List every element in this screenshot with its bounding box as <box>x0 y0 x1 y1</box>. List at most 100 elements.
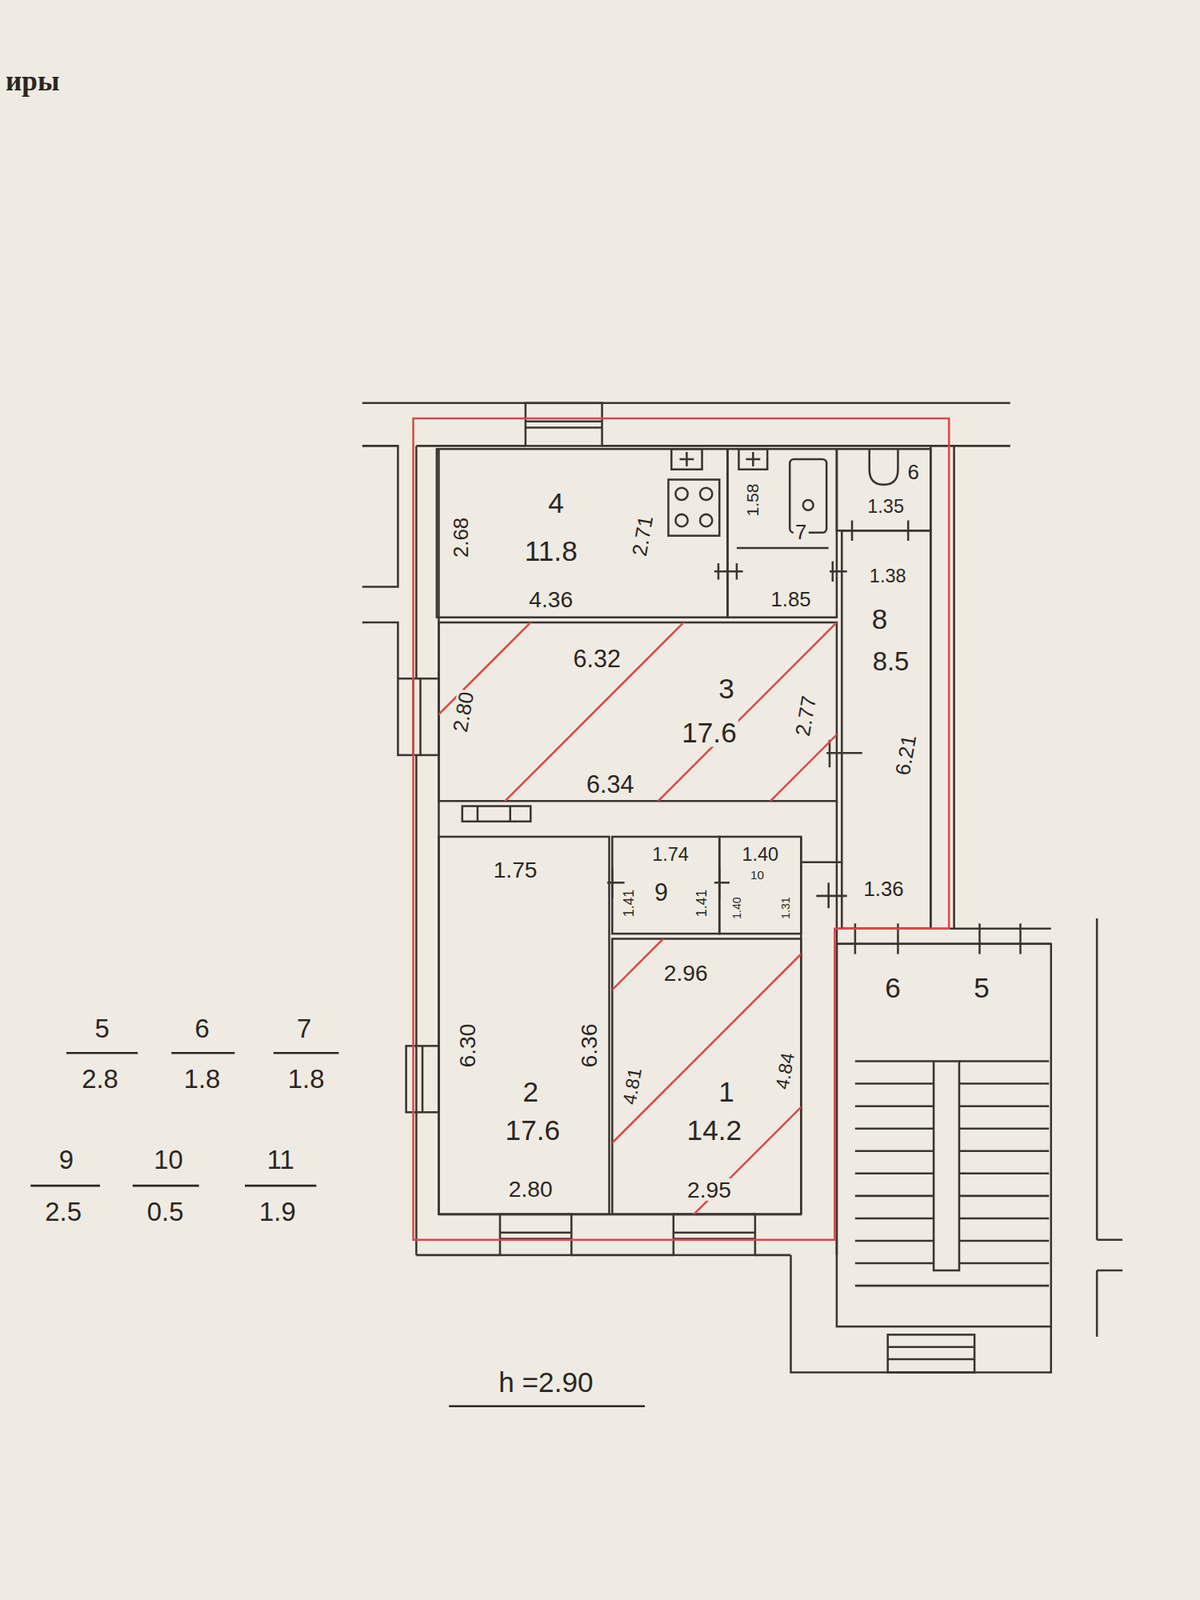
hatching-part-part <box>612 938 801 1214</box>
plan-label: 6 <box>905 462 920 484</box>
staircase-part <box>855 1217 934 1220</box>
walls-part <box>612 938 801 1214</box>
fixtures-part <box>668 479 720 536</box>
door-marks <box>607 520 1021 955</box>
walls-part <box>362 622 399 679</box>
hatching-part-part <box>612 938 801 1214</box>
plan-label: 8 <box>870 605 890 634</box>
plan-label: 6 <box>192 1015 211 1042</box>
walls-part <box>952 445 956 928</box>
plan-label: 4 <box>546 488 566 517</box>
walls-part <box>673 1232 756 1235</box>
plan-label: 14.2 <box>685 1116 744 1145</box>
staircase-part <box>855 1104 934 1108</box>
fraction-bars-part <box>273 1052 340 1055</box>
plan-label: 1.85 <box>768 589 812 611</box>
plan-label: 1.40 <box>740 845 780 865</box>
door-marks-part <box>717 563 720 580</box>
hatching-part-part <box>438 622 745 801</box>
walls-part <box>436 448 728 617</box>
door-marks-part <box>736 563 739 580</box>
door-marks-part <box>907 520 910 542</box>
walls-part <box>1096 1270 1099 1337</box>
staircase-part <box>888 1358 975 1361</box>
plan-label: 2.80 <box>507 1177 555 1200</box>
staircase-part <box>959 1127 1049 1130</box>
plan-label: 6.36 <box>577 1022 600 1070</box>
plan-label: 1.41 <box>622 888 637 919</box>
staircase <box>836 944 1052 1373</box>
plan-label: 1.31 <box>780 895 792 920</box>
staircase-part <box>855 1172 934 1176</box>
fixtures-part <box>675 488 688 500</box>
fixtures-part <box>462 806 531 822</box>
plan-label: 6 <box>883 973 903 1002</box>
walls-part <box>525 403 603 447</box>
fixtures-part <box>671 448 702 470</box>
fixtures-part <box>803 500 814 511</box>
plan-label: 2.77 <box>792 692 820 740</box>
door-marks-part <box>827 882 830 908</box>
door-marks-part <box>826 752 863 755</box>
plan-label: 6.32 <box>571 645 622 671</box>
staircase-part <box>959 1172 1049 1176</box>
door-marks-part <box>607 881 625 884</box>
walls-part <box>406 1045 440 1112</box>
walls-part <box>791 1255 1052 1373</box>
walls-part <box>416 444 525 448</box>
staircase-part <box>959 1150 1049 1153</box>
walls-part <box>1096 918 1099 1240</box>
staircase-part <box>959 1104 1049 1108</box>
fraction-bars-part <box>66 1052 138 1055</box>
plan-label: 1.8 <box>182 1066 223 1093</box>
plan-label: 10 <box>748 869 766 882</box>
hatching-part <box>438 622 836 801</box>
fixtures-part <box>869 448 899 485</box>
plan-label: 2.71 <box>628 512 657 560</box>
fixtures-part <box>508 806 512 822</box>
plan-label: 1.38 <box>868 567 908 587</box>
fraction-bars-part <box>30 1184 100 1188</box>
fixtures-part <box>675 514 688 527</box>
plan-label: 10 <box>152 1147 185 1174</box>
plan-label: 6.30 <box>456 1022 479 1070</box>
door-marks-part <box>736 547 829 550</box>
door-marks-part <box>611 867 614 898</box>
door-marks-part <box>718 867 721 898</box>
door-marks-part <box>832 561 835 583</box>
walls-part <box>836 448 931 531</box>
plan-label: 2.68 <box>451 516 472 560</box>
plan-label: 1.41 <box>695 888 710 919</box>
plan-label: 17.6 <box>680 718 739 747</box>
staircase-part <box>836 944 1052 1327</box>
staircase-part <box>959 1217 1049 1220</box>
staircase-part <box>855 1150 934 1153</box>
fixtures-part <box>476 806 480 822</box>
plan-label: 1 <box>716 1077 736 1106</box>
plan-label: 6.34 <box>584 771 636 796</box>
staircase-part <box>855 1060 934 1063</box>
hatching <box>0 408 1200 1327</box>
walls-part <box>755 1254 792 1257</box>
walls-part <box>397 678 439 756</box>
walls-part <box>673 1214 756 1256</box>
walls-part <box>841 530 931 928</box>
walls-part <box>500 1214 572 1256</box>
apartment-boundary <box>413 418 950 1240</box>
plan-label: 9 <box>652 880 670 905</box>
staircase-part <box>855 1284 1049 1288</box>
walls-part <box>415 1112 418 1256</box>
plan-label: 4.81 <box>620 1065 646 1108</box>
fraction-bars-part <box>448 1404 645 1408</box>
plan-label: 7 <box>295 1015 313 1042</box>
plan-label: 8.5 <box>871 648 912 675</box>
plan-label: 1.75 <box>492 858 540 881</box>
walls-part <box>719 836 801 934</box>
hatching-part-part <box>612 938 801 1214</box>
walls-part <box>362 402 1011 405</box>
walls-part <box>571 1254 674 1257</box>
door-marks-part <box>1019 923 1022 954</box>
plan-label: 1.36 <box>861 879 905 900</box>
plan-label: 7 <box>793 522 808 544</box>
